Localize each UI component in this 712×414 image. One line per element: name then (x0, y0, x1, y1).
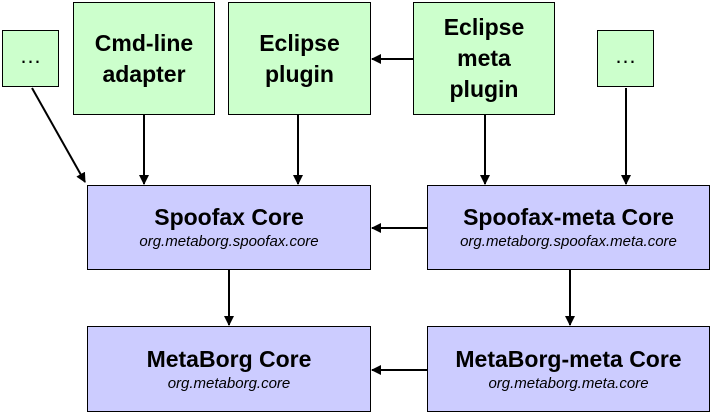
eclipse-meta-plugin-label: Eclipse meta plugin (443, 14, 525, 102)
spoofax-meta-core-package: org.metaborg.spoofax.meta.core (460, 233, 677, 250)
metaborg-core-box: MetaBorg Core org.metaborg.core (87, 326, 371, 412)
eclipse-meta-plugin-box: Eclipse meta plugin (413, 2, 555, 115)
metaborg-core-title: MetaBorg Core (146, 345, 312, 372)
metaborg-meta-core-title: MetaBorg-meta Core (455, 345, 682, 372)
spoofax-meta-core-box: Spoofax-meta Core org.metaborg.spoofax.m… (427, 185, 710, 270)
metaborg-meta-core-box: MetaBorg-meta Core org.metaborg.meta.cor… (427, 326, 710, 412)
metaborg-meta-core-package: org.metaborg.meta.core (488, 374, 649, 392)
cmdline-adapter-box: Cmd-line adapter (73, 2, 215, 115)
metaborg-core-package: org.metaborg.core (167, 374, 291, 392)
arrow-ellipsis-to-spoofax-core (31, 87, 86, 183)
ellipsis-left-box: … (2, 30, 59, 87)
cmdline-adapter-label: Cmd-line adapter (94, 29, 194, 87)
spoofax-meta-core-title: Spoofax-meta Core (463, 204, 674, 230)
eclipse-plugin-label: Eclipse plugin (259, 29, 340, 87)
ellipsis-right-box: … (597, 30, 654, 87)
ellipsis-left-label: … (19, 42, 42, 68)
ellipsis-right-label: … (614, 42, 637, 68)
spoofax-core-title: Spoofax Core (154, 204, 304, 230)
spoofax-core-package: org.metaborg.spoofax.core (139, 233, 319, 250)
spoofax-core-box: Spoofax Core org.metaborg.spoofax.core (87, 185, 371, 270)
eclipse-plugin-box: Eclipse plugin (228, 2, 371, 115)
